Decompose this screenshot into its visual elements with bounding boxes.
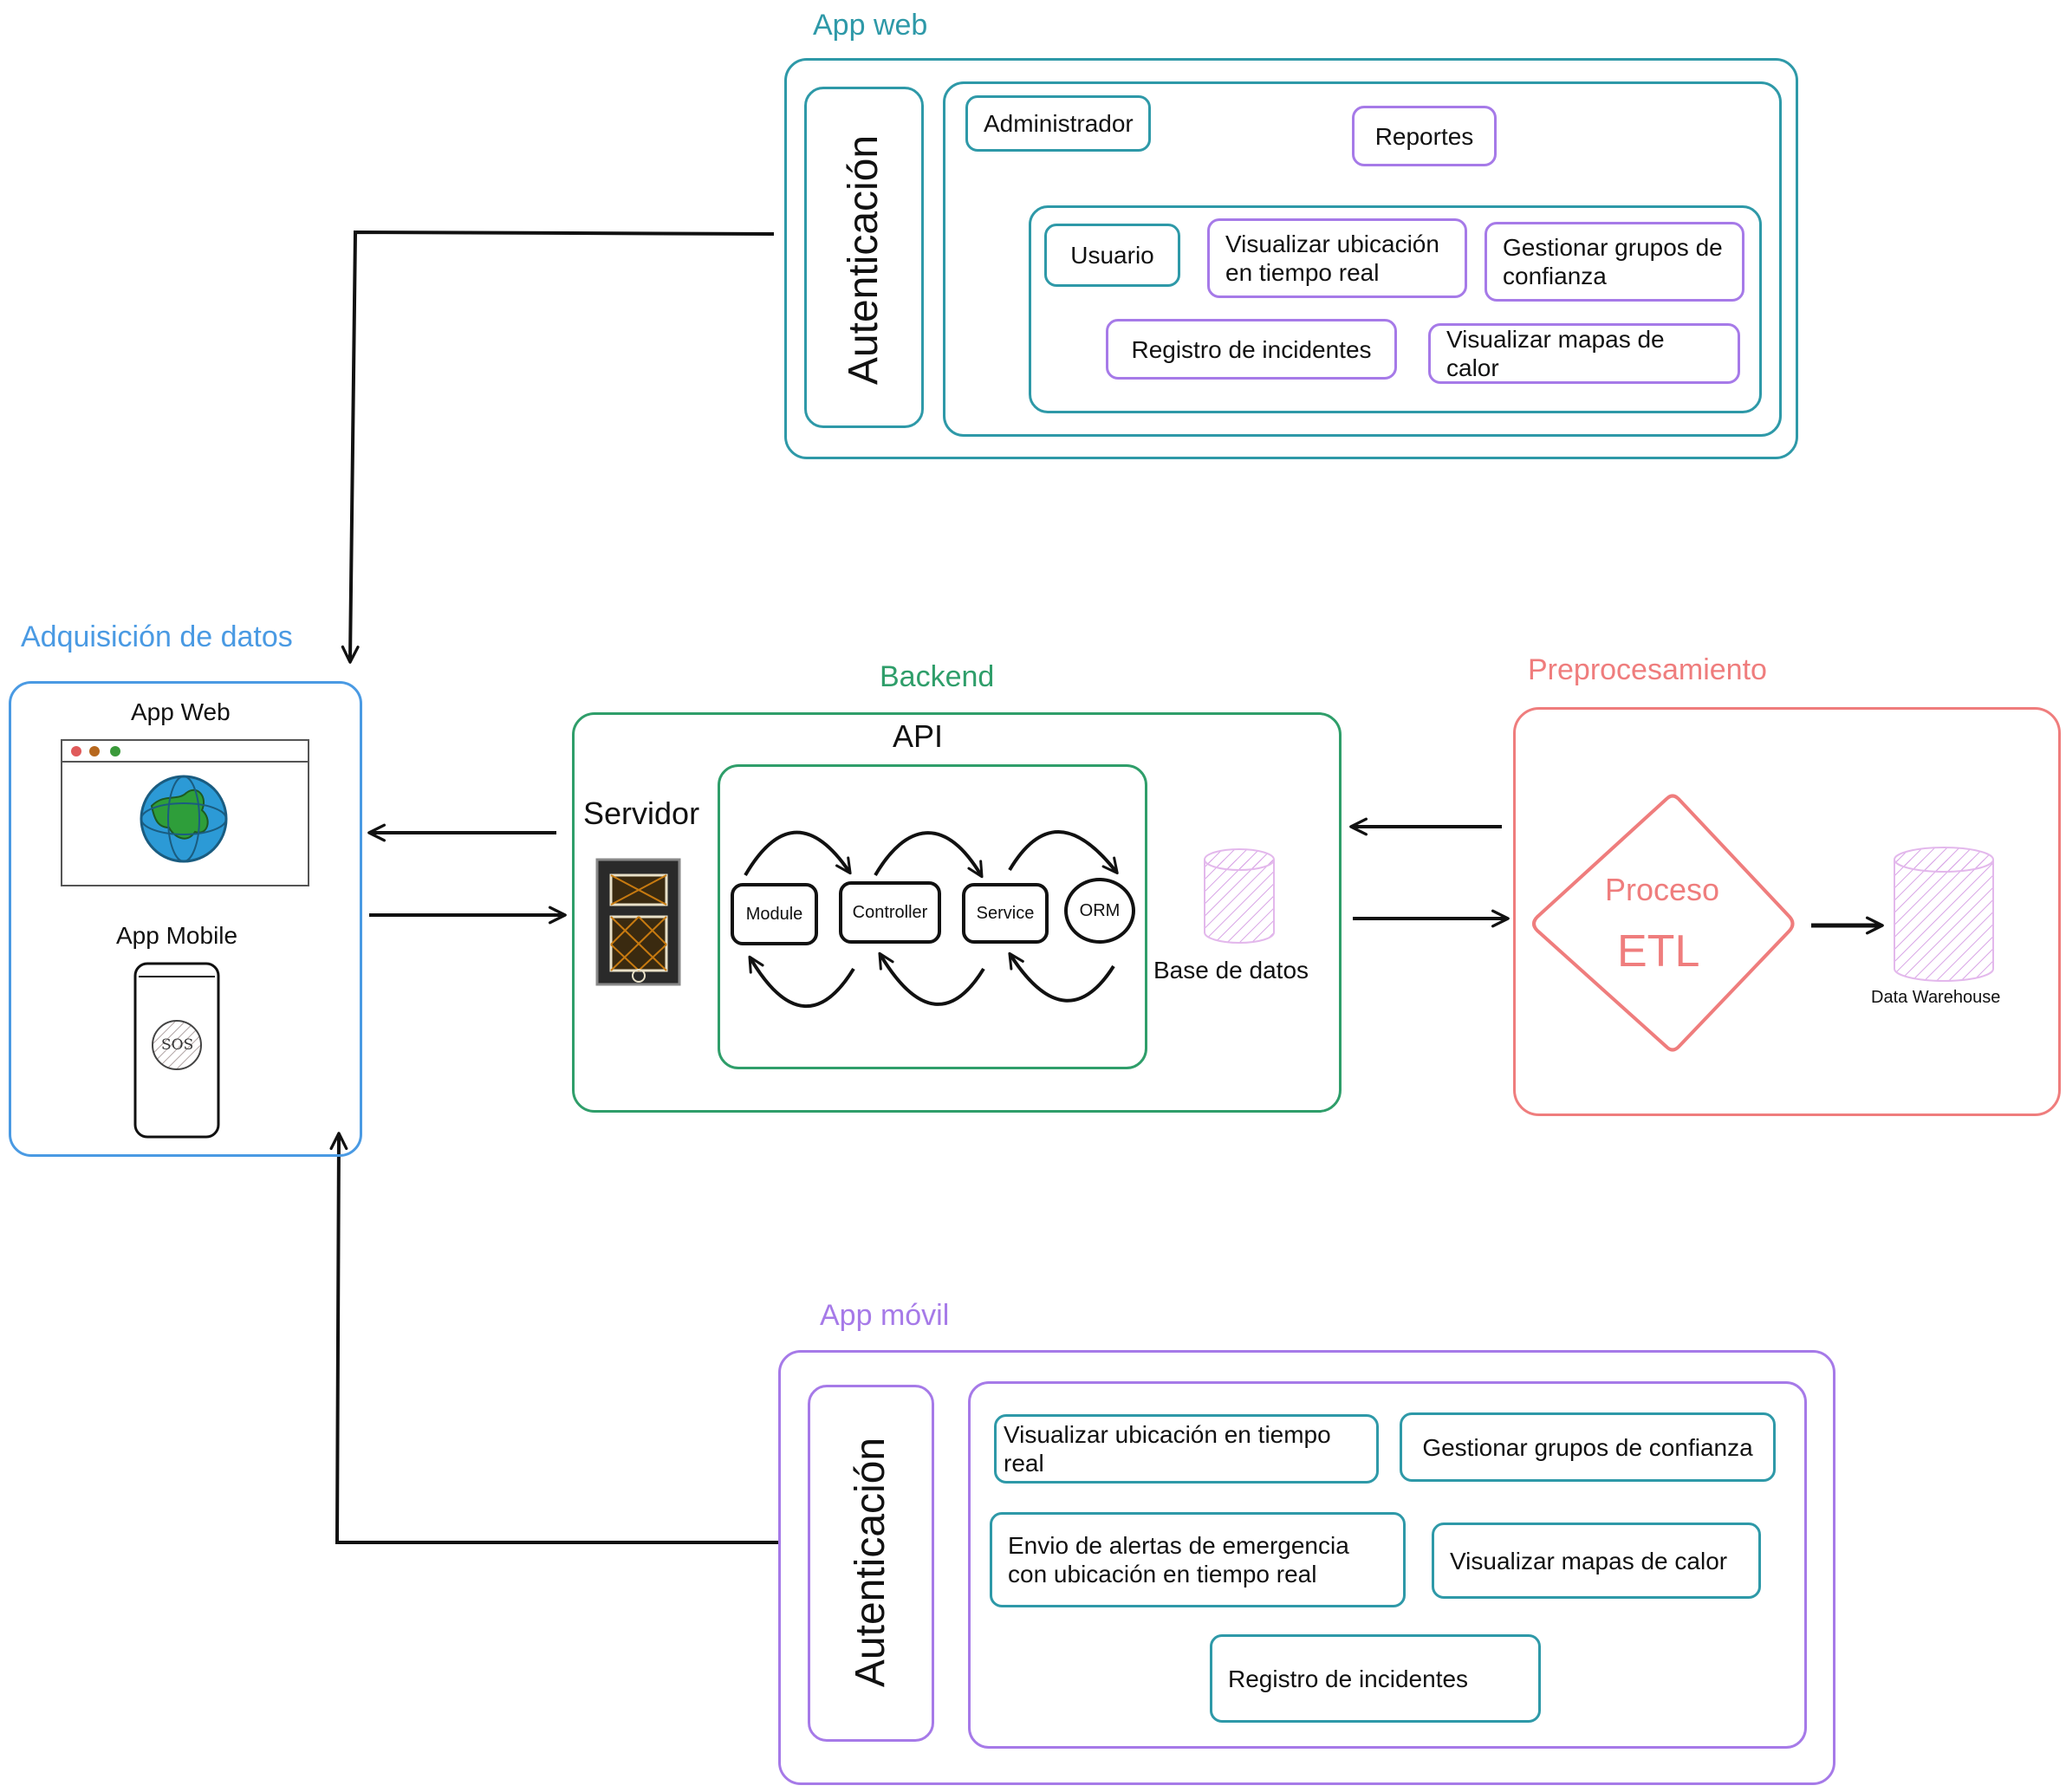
api-arrow-service-orm [1008, 830, 1119, 875]
app-movil-features-panel [968, 1381, 1807, 1749]
api-node-service: Service [962, 883, 1049, 944]
api-arrow-controller-module [748, 955, 855, 1009]
preprocesamiento-container [1513, 707, 2061, 1116]
server-icon [595, 858, 681, 986]
adquisicion-title: Adquisición de datos [21, 620, 293, 653]
data-warehouse-icon [1894, 847, 1994, 982]
movil-feature-ubicacion: Visualizar ubicación en tiempo real [994, 1414, 1379, 1484]
backend-title: Backend [880, 660, 995, 693]
etl-label: ETL [1617, 926, 1700, 977]
adquisicion-container [9, 681, 362, 1157]
app-web-container [784, 58, 1798, 459]
database-icon [1204, 848, 1275, 944]
api-container [718, 764, 1147, 1069]
api-arrow-module-controller [744, 830, 852, 877]
api-label: API [893, 718, 944, 754]
globe-icon [140, 775, 228, 863]
usuario-features-panel [1029, 205, 1762, 413]
movil-feature-incidentes: Registro de incidentes [1210, 1634, 1541, 1723]
app-movil-title: App móvil [820, 1299, 950, 1332]
sos-label: SOS [161, 1036, 194, 1054]
api-arrow-orm-service [1008, 951, 1115, 1003]
servidor-label: Servidor [583, 795, 700, 831]
web-feature-mapas: Visualizar mapas de calor [1428, 323, 1740, 384]
web-feature-grupos: Gestionar grupos de confianza [1485, 222, 1744, 302]
app-web-auth-label: Autenticación [841, 134, 887, 386]
proceso-label: Proceso [1605, 872, 1720, 907]
etl-diamond [1532, 794, 1795, 1052]
web-feature-incidentes: Registro de incidentes [1106, 319, 1397, 380]
app-movil-container [778, 1350, 1835, 1785]
arrow-appmovil-to-adquisicion [329, 1132, 779, 1544]
movil-feature-alertas: Envio de alertas de emergencia con ubica… [990, 1512, 1406, 1607]
app-movil-auth-label: Autenticación [848, 1437, 893, 1688]
app-web-roles-panel [943, 81, 1782, 437]
api-arrow-service-controller [878, 951, 985, 1006]
app-mobile-client-label: App Mobile [116, 922, 238, 949]
backend-container [572, 712, 1342, 1113]
app-web-client-label: App Web [131, 698, 231, 725]
movil-feature-mapas: Visualizar mapas de calor [1432, 1523, 1761, 1599]
web-feature-ubicacion: Visualizar ubicación en tiempo real [1207, 218, 1467, 298]
reportes-box: Reportes [1352, 106, 1497, 166]
app-movil-auth-panel [808, 1385, 934, 1742]
api-node-controller: Controller [839, 881, 941, 944]
api-arrow-controller-service [874, 831, 984, 879]
preprocesamiento-title: Preprocesamiento [1528, 653, 1767, 686]
base-de-datos-label: Base de datos [1153, 957, 1309, 984]
api-node-orm: ORM [1064, 878, 1135, 944]
app-web-auth-panel [804, 87, 924, 428]
phone-icon [133, 962, 220, 1139]
data-warehouse-label: Data Warehouse [1871, 988, 2001, 1007]
api-node-module: Module [731, 883, 818, 945]
admin-role-box: Administrador [965, 95, 1151, 152]
app-web-title: App web [813, 9, 928, 42]
movil-feature-grupos: Gestionar grupos de confianza [1400, 1412, 1776, 1482]
usuario-role-box: Usuario [1044, 224, 1180, 287]
arrow-appweb-to-adquisicion [341, 230, 775, 664]
